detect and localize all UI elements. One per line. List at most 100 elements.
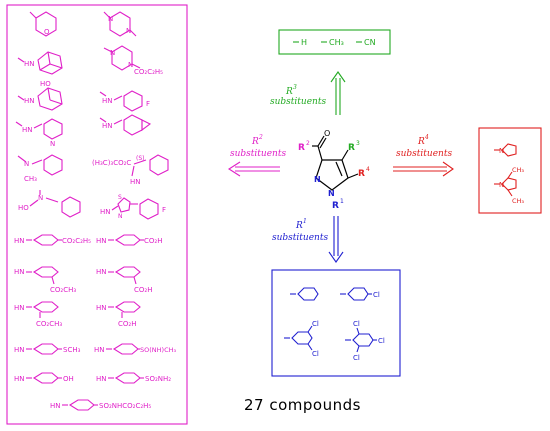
svg-text:N: N [126,27,131,35]
svg-text:HN: HN [96,237,107,245]
svg-text:CO₂CH₃: CO₂CH₃ [50,286,76,294]
svg-text:N: N [499,181,504,189]
r3-substituent-panel: H CH₃ CN [278,29,391,55]
svg-text:2: 2 [306,140,310,147]
r2-2-aminobenzoic-acid: HN CO₂H [96,301,141,328]
svg-text:N: N [499,147,504,155]
r3-substituents-word: substituents [270,97,326,107]
svg-text:HN: HN [24,97,35,105]
r1-2-4-6-trichlorophenyl: Cl Cl Cl [345,320,385,362]
r2-methylthioaniline: HN SCH₃ [14,343,81,355]
svg-text:F: F [146,100,150,108]
r2-aminobenzoate-ethyl: HN CO₂C₂H₅ [14,234,91,246]
svg-text:(H₃C)₃CO₂C: (H₃C)₃CO₂C [92,159,131,167]
svg-text:4: 4 [424,134,429,141]
r4-substituent-panel: N N CH₃ CH₃ [478,127,542,214]
r1-arrow: R 1 substituents [272,216,344,263]
svg-text:CO₂C₂H₅: CO₂C₂H₅ [134,68,163,76]
svg-text:CO₂CH₃: CO₂CH₃ [36,320,62,328]
r2-aminothiazole: HN S N F [100,194,166,220]
r4-pyrrole: N [494,143,517,157]
r4-arrow: R 4 substituents [393,134,454,177]
svg-text:HN: HN [24,60,35,68]
svg-text:SO₂NHCO₂C₂H₅: SO₂NHCO₂C₂H₅ [99,402,151,410]
r2-pyridylmethyl: HN N [15,118,63,148]
r2-2-aminobenzoate-methyl: HN CO₂CH₃ [14,301,62,328]
svg-text:HN: HN [130,178,141,186]
r1-4-chlorophenyl: Cl [340,287,380,301]
svg-text:HN: HN [50,402,61,410]
svg-text:HN: HN [96,268,107,276]
r1-3-4-dichlorophenyl: Cl Cl [284,320,319,358]
svg-text:Cl: Cl [312,320,319,328]
svg-text:HN: HN [22,126,33,134]
svg-text:3: 3 [293,84,297,91]
svg-text:OH: OH [63,375,74,383]
svg-text:HN: HN [94,346,105,354]
svg-text:1: 1 [340,198,344,205]
svg-text:Cl: Cl [353,320,360,328]
r2-aminobenzoic-acid: HN CO₂H [96,234,162,246]
core-r1: R [332,201,339,211]
r2-fluorobenzyl: HN F [99,90,150,112]
core-r2: R [298,143,305,153]
r2-dimethylbenzyl: N CH₃ [17,154,63,183]
svg-text:3: 3 [356,140,360,147]
r2-dimethylpiperazine: N N [103,11,137,37]
r2-substituents-word: substituents [230,149,286,159]
r2-hydroxyadamantyl: HO HN [17,80,63,111]
svg-text:CO₂C₂H₅: CO₂C₂H₅ [62,237,91,245]
svg-text:HO: HO [40,80,51,88]
svg-text:HN: HN [14,375,25,383]
svg-text:CH₃: CH₃ [24,175,37,183]
r3-arrow: R 3 substituents [270,71,346,115]
pyrazole-core: O R 2 R 3 R 4 N N R 1 [298,129,370,211]
r2-piperazine-ester: N N CO₂C₂H₅ [103,45,163,76]
svg-text:CO₂H: CO₂H [118,320,136,328]
core-o: O [324,129,330,138]
svg-text:HN: HN [96,304,107,312]
svg-text:N: N [118,213,123,220]
svg-text:Cl: Cl [373,291,380,299]
svg-text:CH₃: CH₃ [512,166,524,174]
svg-text:2: 2 [258,134,263,141]
svg-text:HN: HN [102,122,113,130]
svg-text:HN: HN [14,304,25,312]
r2-aminobenzenesulfonamide: HN SO₂NH₂ [96,372,171,384]
svg-text:N: N [108,15,113,23]
r3-item-h: H [301,38,307,47]
r2-piperonyl: HN [99,114,152,136]
svg-text:Cl: Cl [312,350,319,358]
r2-phenylalanine-ester: (H₃C)₃CO₂C (S) HN [92,154,169,186]
svg-text:N: N [24,160,29,168]
r2-3-aminobenzoate-methyl: HN CO₂CH₃ [14,266,76,294]
r1-phenyl [290,287,319,301]
r4-substituents-word: substituents [396,149,452,159]
r2-substituent-panel: O N N HN N N CO₂C₂H₅ [6,4,188,425]
r4-dimethylpyrrole: N CH₃ CH₃ [494,166,524,205]
svg-text:S: S [118,194,122,201]
r2-aminoethanol-benzyl: HO N [18,190,81,218]
r4-label: R [417,137,425,147]
core-n1: N [314,175,321,184]
svg-text:CO₂H: CO₂H [134,286,152,294]
r2-sulfinamide-aniline: HN SO(NH)CH₃ [94,343,176,355]
core-n2: N [328,189,335,198]
svg-text:1: 1 [303,218,307,225]
r2-adamantylamine: HN [17,51,63,75]
r3-item-cn: CN [364,38,376,47]
r1-substituents-word: substituents [272,233,328,243]
svg-text:F: F [162,206,166,214]
r2-arrow: R 2 substituents [227,134,286,177]
core-r4: R [358,169,365,179]
svg-text:HN: HN [100,208,111,216]
compound-count: 27 compounds [244,396,361,414]
r2-o-label: O [44,28,50,36]
svg-text:HN: HN [96,375,107,383]
r2-aminophenol: HN OH [14,372,74,384]
svg-text:N: N [110,49,115,57]
r1-substituent-panel: Cl Cl Cl Cl Cl Cl [271,269,401,377]
svg-text:SO(NH)CH₃: SO(NH)CH₃ [140,346,176,354]
r2-3-aminobenzoic-acid: HN CO₂H [96,266,152,294]
